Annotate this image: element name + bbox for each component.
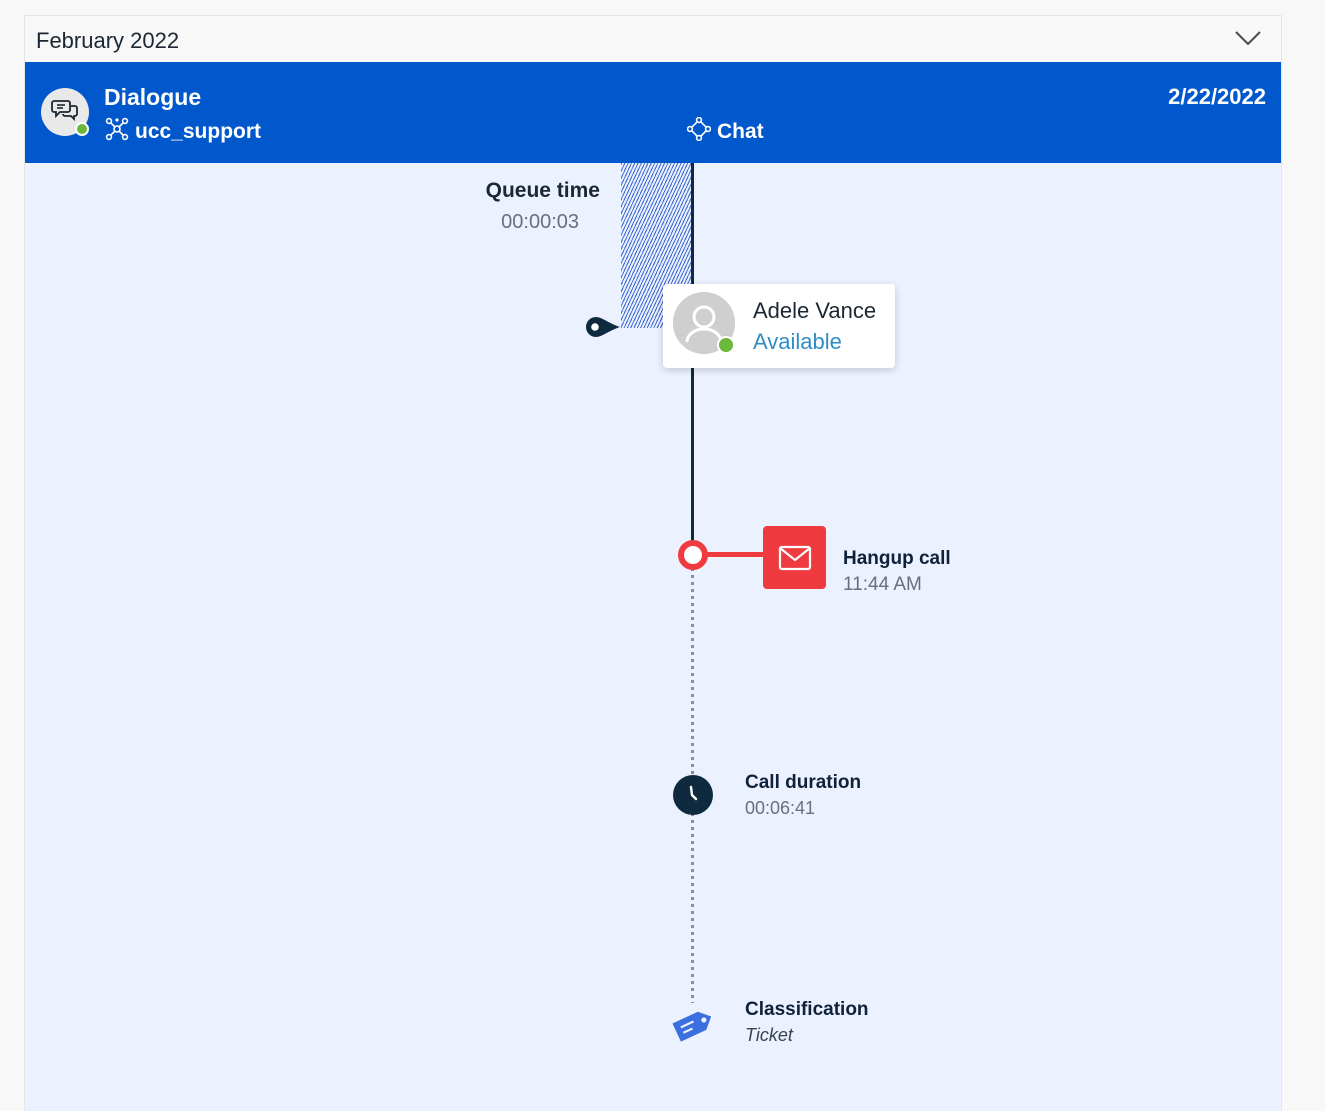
queue-info: ucc_support <box>105 117 261 147</box>
queue-name: ucc_support <box>135 120 262 143</box>
hangup-connector <box>707 552 765 557</box>
classification-value: Ticket <box>745 1025 793 1045</box>
queue-time-value: 00:00:03 <box>501 211 579 233</box>
agent-status: Available <box>753 329 842 354</box>
clock-icon <box>673 775 713 815</box>
classification-title: Classification <box>745 999 869 1020</box>
timeline: Queue time 00:00:03 Adele Vance Availabl… <box>25 163 1281 1111</box>
chevron-down-icon[interactable] <box>1233 26 1263 50</box>
conversation-header[interactable]: Dialogue ucc_support <box>25 62 1281 163</box>
conversation-panel: February 2022 Dialogue <box>24 15 1282 1111</box>
month-group-header[interactable]: February 2022 <box>25 16 1281 62</box>
chat-icon <box>51 98 79 127</box>
conversation-date: 2/22/2022 <box>1168 84 1266 109</box>
call-duration-value: 00:06:41 <box>745 798 816 818</box>
hangup-time: 11:44 AM <box>843 574 922 595</box>
month-label: February 2022 <box>36 28 180 53</box>
channel-name: Chat <box>717 120 764 143</box>
tag-icon <box>669 1003 717 1052</box>
hangup-node <box>678 540 708 570</box>
agent-card[interactable]: Adele Vance Available <box>663 284 895 368</box>
network-icon <box>105 117 129 147</box>
mail-icon[interactable] <box>763 526 826 589</box>
queue-time-label: Queue time <box>485 179 600 202</box>
channel-info: Chat <box>686 116 764 147</box>
conversation-title: Dialogue <box>104 84 202 110</box>
presence-dot <box>717 336 735 354</box>
agent-name: Adele Vance <box>753 298 877 323</box>
queue-pin-icon <box>583 315 621 344</box>
call-duration-title: Call duration <box>745 772 862 793</box>
hangup-title: Hangup call <box>843 548 951 569</box>
presence-dot <box>75 122 89 136</box>
channel-avatar <box>41 88 89 136</box>
diamond-nodes-icon <box>686 116 712 147</box>
